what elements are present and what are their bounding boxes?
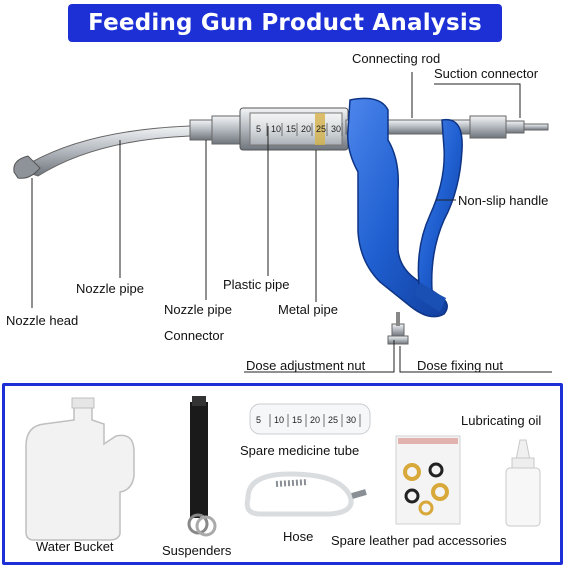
label-plastic-pipe: Plastic pipe: [223, 277, 290, 292]
scale-number: 25: [316, 124, 326, 134]
tube-scale: 5 10 15 20 25 30: [256, 414, 361, 427]
suction-connector-shape: [469, 115, 549, 139]
scale-number: 10: [274, 415, 284, 425]
label-dose-adjustment-nut: Dose adjustment nut: [246, 358, 366, 373]
page-title: Feeding Gun Product Analysis: [88, 10, 482, 36]
nozzle-connector-shape: [189, 115, 241, 145]
label-suspenders: Suspenders: [162, 543, 232, 558]
label-nozzle-pipe-connector-2: Connector: [164, 328, 224, 343]
scale-number: 5: [256, 415, 261, 425]
label-hose: Hose: [283, 529, 314, 544]
scale-number: 25: [328, 415, 338, 425]
label-lubricating-oil: Lubricating oil: [461, 413, 542, 428]
suspenders-shape: [187, 396, 217, 537]
label-water-bucket: Water Bucket: [36, 539, 114, 554]
label-non-slip-handle: Non-slip handle: [458, 193, 549, 208]
accessories-frame: [2, 383, 563, 565]
scale-number: 10: [271, 124, 281, 134]
dose-nuts-shape: [387, 312, 409, 345]
hose-shape: [244, 471, 367, 517]
handle-shape: [346, 97, 463, 318]
barrel-scale: 5 10 15 20 25 30: [256, 123, 343, 136]
barrel-shape: 5 10 15 20 25 30: [239, 107, 349, 151]
nozzle-pipe-shape: [18, 125, 201, 177]
leader-lines: [31, 72, 552, 373]
label-nozzle-head: Nozzle head: [6, 313, 79, 328]
nozzle-head-shape: [13, 155, 41, 179]
oil-bottle-shape: [505, 439, 541, 527]
scale-number: 5: [256, 124, 261, 134]
title-banner: Feeding Gun Product Analysis: [68, 4, 502, 42]
scale-number: 20: [301, 124, 311, 134]
label-nozzle-pipe: Nozzle pipe: [76, 281, 144, 296]
scale-number: 30: [331, 124, 341, 134]
medicine-tube-shape: 5 10 15 20 25 30: [249, 403, 371, 435]
label-suction-connector: Suction connector: [434, 66, 539, 81]
label-spare-leather-pad: Spare leather pad accessories: [331, 533, 507, 548]
scale-number: 15: [286, 124, 296, 134]
scale-number: 20: [310, 415, 320, 425]
label-metal-pipe: Metal pipe: [278, 302, 338, 317]
water-bucket-shape: [25, 397, 135, 541]
label-dose-fixing-nut: Dose fixing nut: [417, 358, 503, 373]
label-spare-medicine-tube: Spare medicine tube: [240, 443, 360, 458]
scale-number: 30: [346, 415, 356, 425]
label-connecting-rod: Connecting rod: [352, 51, 441, 66]
label-nozzle-pipe-connector-1: Nozzle pipe: [164, 302, 232, 317]
leather-pads-shape: [395, 435, 461, 525]
scale-number: 15: [292, 415, 302, 425]
